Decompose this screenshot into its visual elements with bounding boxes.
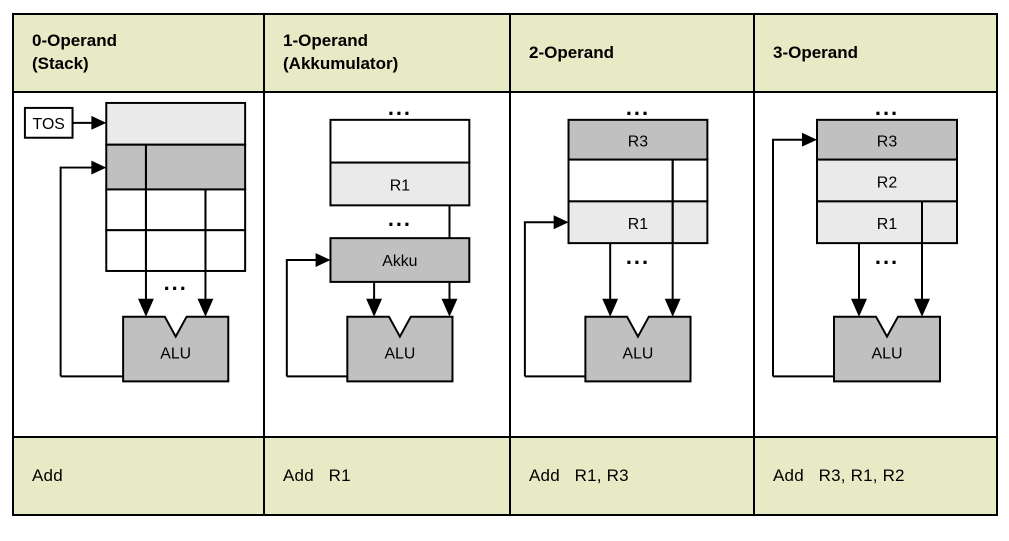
instruction-text-3-operand: Add R3, R1, R2 (773, 466, 905, 485)
header-cell-0-operand: 0-Operand (Stack) (14, 15, 265, 93)
operand-a-arrowhead-icon (366, 298, 383, 317)
tos-label-text: TOS (33, 116, 65, 133)
header-label-2-operand: 2-Operand (529, 42, 615, 62)
header-label-0-operand: 0-Operand (Stack) (32, 31, 118, 73)
alu-label: ALU (384, 345, 415, 362)
register-label-r1: R1 (628, 216, 648, 233)
register-label-r3: R3 (628, 134, 648, 151)
writeback-arrowhead-icon (553, 215, 569, 230)
register-ellipsis-top: ... (875, 95, 899, 120)
writeback-arrowhead-icon (315, 253, 331, 267)
register-label-r1: R1 (390, 177, 410, 194)
stack-cell-second (105, 143, 247, 191)
tos-arrowhead-icon (91, 115, 107, 130)
writeback-arrowhead-icon (91, 160, 107, 175)
two-operand-architecture-schematic: ... R3 R1 ... (523, 95, 709, 383)
diagram-cell-accumulator: ... R1 ... Akku (265, 93, 511, 438)
register-label-r1: R1 (877, 216, 898, 233)
table-body-row: TOS ... ALU (14, 93, 996, 438)
register-ellipsis-top: ... (626, 95, 650, 120)
instruction-cell-2-operand: Add R1, R3 (511, 438, 755, 514)
writeback-arrowhead-icon (802, 132, 817, 147)
register-cell-r1 (567, 200, 709, 245)
header-label-3-operand: 3-Operand (773, 42, 859, 62)
diagram-cell-two-operand: ... R3 R1 ... (511, 93, 755, 438)
register-ellipsis-bottom: ... (626, 244, 650, 269)
register-ellipsis-bottom: ... (875, 244, 899, 269)
register-label-r3: R3 (877, 134, 898, 151)
alu-shape (346, 315, 454, 383)
instruction-text-1-operand: Add R1 (283, 466, 351, 485)
register-cell-r2 (816, 158, 958, 203)
alu-label: ALU (623, 345, 654, 362)
instruction-cell-3-operand: Add R3, R1, R2 (755, 438, 996, 514)
operand-b-arrowhead-icon (441, 298, 458, 317)
register-cell-r1 (329, 161, 471, 207)
instruction-cell-1-operand: Add R1 (265, 438, 511, 514)
writeback-path (285, 259, 318, 377)
accumulator-label: Akku (382, 253, 417, 270)
stack-ellipsis: ... (164, 270, 188, 295)
stack-cell-fourth (105, 229, 247, 272)
header-cell-2-operand: 2-Operand (511, 15, 755, 93)
header-label-1-operand: 1-Operand (Akkumulator) (283, 31, 399, 73)
register-label-r2: R2 (877, 174, 898, 191)
tos-label-box (23, 106, 74, 139)
stack-architecture-schematic: TOS ... ALU (23, 101, 247, 383)
alu-shape (833, 315, 941, 383)
operand-a-arrowhead-icon (602, 298, 619, 317)
instruction-text-2-operand: Add R1, R3 (529, 466, 629, 485)
accumulator-architecture-schematic: ... R1 ... Akku (285, 95, 471, 383)
register-cell-empty (329, 118, 471, 164)
diagram-cell-three-operand: ... R3 R2 R1 ... (755, 93, 996, 438)
stack-cell-tos (105, 101, 247, 146)
table-header-row: 0-Operand (Stack) 1-Operand (Akkumulator… (14, 15, 996, 93)
header-cell-3-operand: 3-Operand (755, 15, 996, 93)
register-cell-empty (567, 158, 709, 203)
writeback-path (523, 221, 556, 377)
register-ellipsis-top: ... (388, 95, 412, 120)
stack-cell-third (105, 188, 247, 232)
instruction-text-0-operand: Add (32, 466, 63, 485)
operand-b-arrowhead-icon (914, 298, 930, 317)
operand-b-arrowhead-icon (197, 298, 214, 317)
register-ellipsis-bottom: ... (388, 206, 412, 231)
header-cell-1-operand: 1-Operand (Akkumulator) (265, 15, 511, 93)
writeback-path (59, 166, 94, 377)
table-instruction-row: Add Add R1 Add R1, R3 Add R3, R1, R2 (14, 438, 996, 514)
alu-label: ALU (871, 345, 902, 362)
alu-shape (584, 315, 692, 383)
operand-b-arrowhead-icon (664, 298, 681, 317)
register-cell-r3 (567, 118, 709, 161)
alu-label: ALU (160, 345, 191, 362)
alu-shape (122, 315, 230, 383)
diagram-cell-stack: TOS ... ALU (14, 93, 265, 438)
instruction-cell-0-operand: Add (14, 438, 265, 514)
operand-a-arrowhead-icon (138, 298, 154, 317)
comparison-table: 0-Operand (Stack) 1-Operand (Akkumulator… (12, 13, 998, 516)
operand-a-arrowhead-icon (851, 298, 867, 317)
register-cell-r1 (816, 200, 958, 245)
writeback-path (772, 138, 804, 377)
three-operand-architecture-schematic: ... R3 R2 R1 ... (772, 95, 958, 383)
